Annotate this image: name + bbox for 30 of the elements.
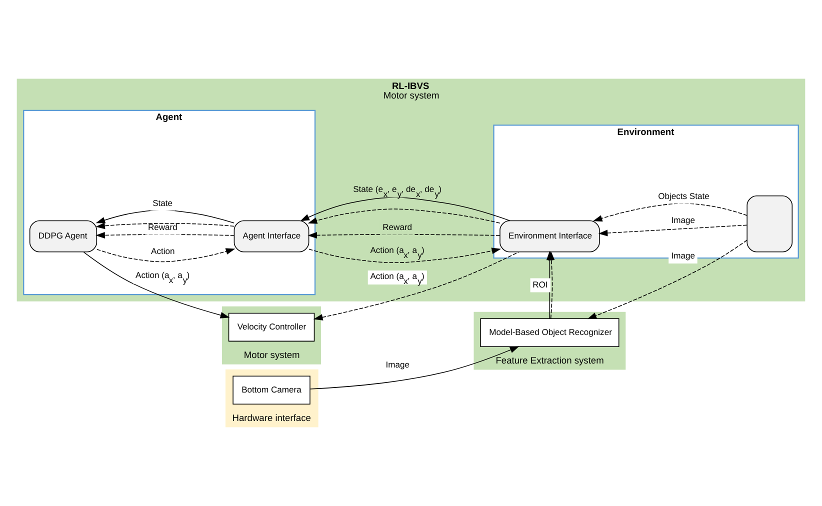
edge-label: Image (671, 250, 696, 261)
arrow (313, 251, 520, 320)
node-box: Velocity Controller (228, 312, 315, 342)
arrow (592, 202, 748, 222)
arrow (96, 248, 236, 262)
arrow (308, 248, 502, 264)
node-box: Environment Interface (500, 220, 600, 252)
edge-label: Image (386, 359, 410, 370)
edge-label: ROI (532, 279, 548, 290)
node-box: DDPG Agent (29, 220, 98, 252)
edge-label: State (152, 198, 173, 208)
edge-label: Action (151, 246, 175, 256)
node-box (746, 196, 793, 252)
arrow (96, 222, 234, 230)
arrow (310, 346, 520, 390)
arrow (308, 208, 500, 224)
arrow (546, 250, 553, 320)
arrow (308, 232, 500, 239)
edge-label: Reward (382, 222, 412, 232)
arrow (587, 240, 748, 320)
edge-label: Image (671, 214, 696, 225)
arrow (300, 197, 510, 222)
edge-label: Objects State (658, 190, 710, 201)
arrow (598, 224, 748, 236)
node-box: Bottom Camera (232, 376, 310, 405)
node-box: Agent Interface (234, 220, 310, 252)
arrow (83, 252, 230, 318)
edge-label: Reward (148, 222, 178, 232)
node-box: Model-Based Object Recognizer (480, 318, 620, 348)
arrow (96, 232, 235, 238)
